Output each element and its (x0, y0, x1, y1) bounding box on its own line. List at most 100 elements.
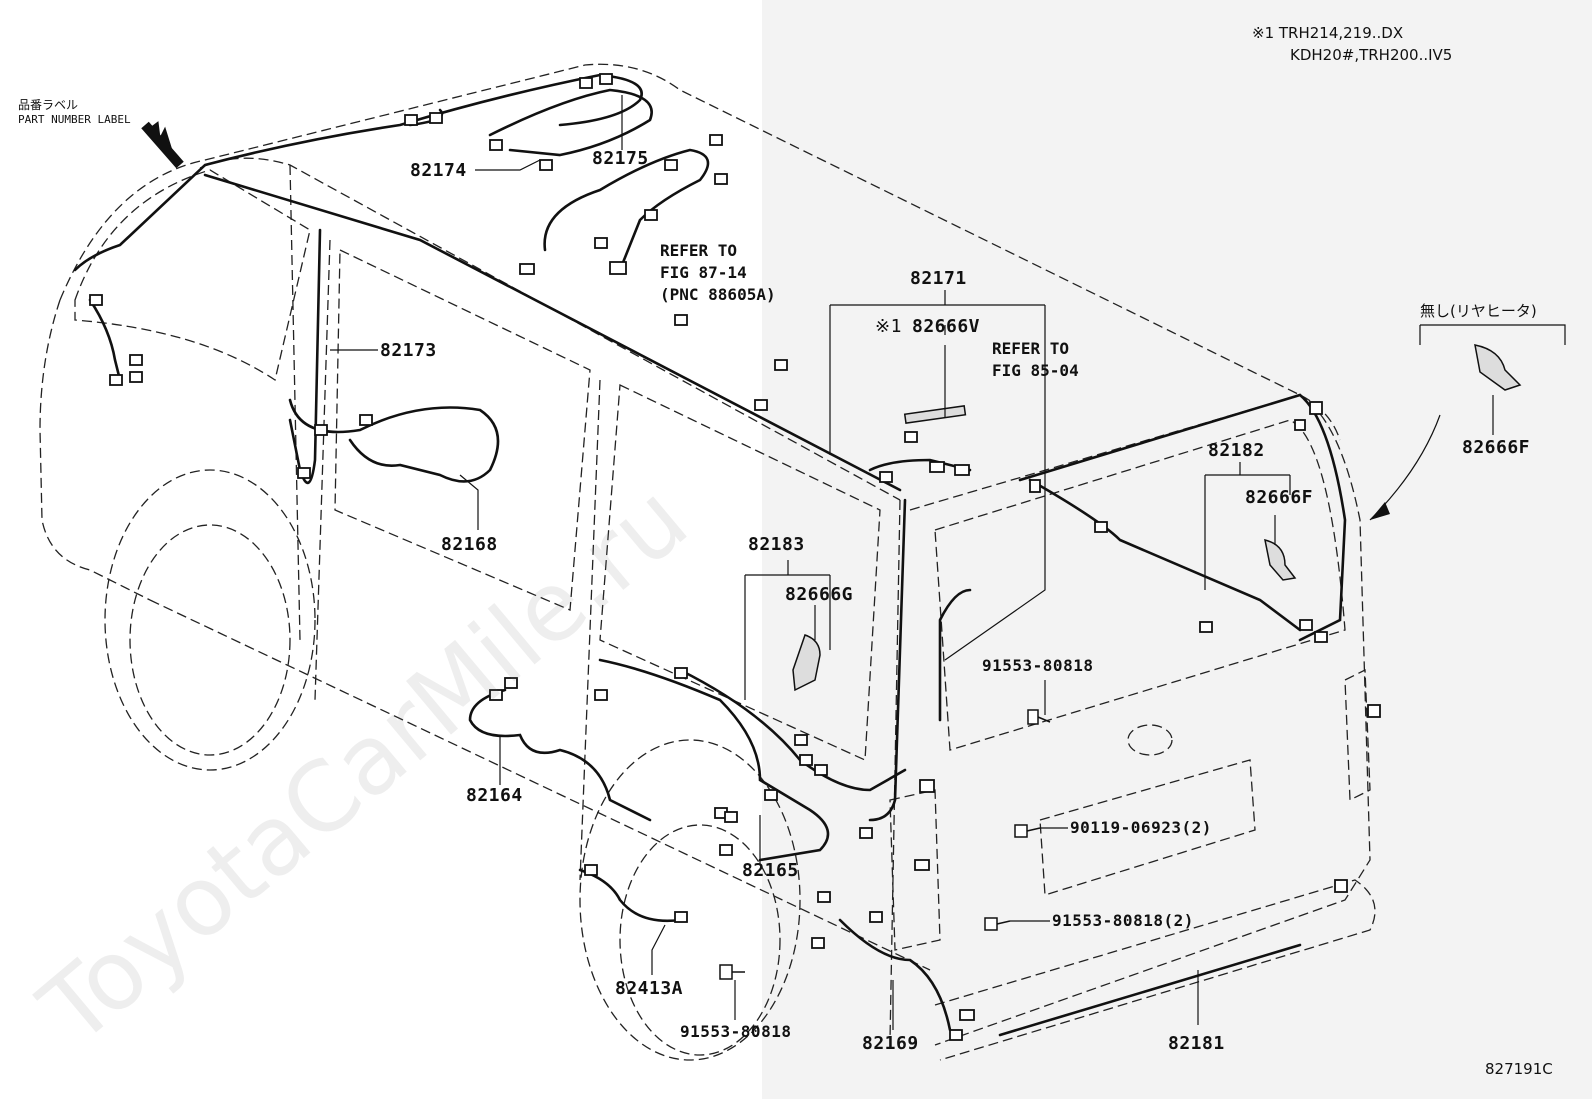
connector (814, 764, 828, 776)
part-label-arrow-shaft (141, 121, 184, 169)
connector (579, 77, 593, 89)
callout-82173[interactable]: 82173 (380, 340, 437, 361)
callout-82169[interactable]: 82169 (862, 1033, 919, 1054)
variant-note-line2: KDH20#,TRH200..IV5 (1290, 46, 1453, 64)
callout-90119[interactable]: 90119-06923(2) (1070, 818, 1212, 837)
emblem (1127, 724, 1173, 756)
clip-82666F-rear (1264, 538, 1297, 581)
front-wheel (129, 524, 291, 756)
without-rear-heater-label: 無し(リヤヒータ) (1420, 302, 1537, 320)
callout-82165[interactable]: 82165 (742, 860, 799, 881)
clip-82666V (903, 405, 967, 424)
callout-82175[interactable]: 82175 (592, 148, 649, 169)
harness-82165 (598, 658, 830, 862)
clip-82666G (792, 634, 821, 692)
connector (504, 677, 518, 689)
without-heater-arrowhead (1370, 502, 1390, 520)
roof-outline (59, 63, 1341, 441)
connector (674, 667, 688, 679)
callout-82164[interactable]: 82164 (466, 785, 523, 806)
refer-fig-85-line2[interactable]: FIG 85-04 (992, 361, 1079, 380)
refer-fig-87-line2[interactable]: FIG 87-14 (660, 263, 747, 282)
connector (904, 431, 918, 443)
harness-82666V (938, 588, 972, 722)
connector (594, 237, 608, 249)
refer-fig-85-line1: REFER TO (992, 339, 1070, 358)
connector (714, 173, 728, 185)
callout-82168[interactable]: 82168 (441, 534, 498, 555)
refer-fig-87-line1: REFER TO (660, 241, 738, 260)
connector (1299, 619, 1313, 631)
roof-harness (73, 73, 643, 272)
callout-82413A[interactable]: 82413A (615, 978, 684, 999)
connector (404, 114, 418, 126)
callout-82182[interactable]: 82182 (1208, 440, 1265, 461)
harness-82175 (488, 88, 653, 157)
connector (914, 859, 930, 871)
callout-91553-floor[interactable]: 91553-80818 (680, 1022, 792, 1041)
connector (719, 844, 733, 856)
connector (929, 461, 945, 473)
connector (879, 471, 893, 483)
tail-lamp-right (1344, 668, 1371, 802)
connector (539, 159, 553, 171)
windshield (74, 169, 311, 382)
connector (1334, 879, 1348, 893)
connector (599, 73, 613, 85)
callout-91553-back[interactable]: 91553-80818 (982, 656, 1094, 675)
clip-82666F-detail (1474, 344, 1522, 391)
connector (959, 1009, 975, 1021)
connector (1199, 621, 1213, 633)
connector (1314, 631, 1328, 643)
harness-82183 (678, 668, 907, 792)
back-door-outline (909, 394, 1371, 1046)
roof-side-harness (203, 173, 902, 492)
callout-82666F[interactable]: 82666F (1245, 487, 1314, 508)
connector (129, 354, 143, 366)
callout-82666V[interactable]: 82666V (912, 316, 981, 337)
connector (489, 689, 503, 701)
rear-wheel (619, 824, 781, 1056)
callout-91553-bumper[interactable]: 91553-80818(2) (1052, 911, 1194, 930)
bolt-91553-bumper (984, 917, 1011, 931)
harness-82173 (288, 228, 322, 484)
bolt-91553-floor (719, 964, 745, 980)
harness-upper-rear (868, 458, 972, 472)
callout-82171[interactable]: 82171 (910, 268, 967, 289)
roof-inner-line (199, 157, 901, 501)
callout-82174[interactable]: 82174 (410, 160, 467, 181)
connector (519, 263, 535, 275)
connector (919, 779, 935, 793)
connector (359, 414, 373, 426)
connector (794, 734, 808, 746)
side-window-2 (599, 384, 881, 761)
leader-82174 (475, 159, 541, 171)
figure-code: 827191C (1485, 1060, 1553, 1078)
callout-82181[interactable]: 82181 (1168, 1033, 1225, 1054)
front-outline (39, 299, 151, 601)
leader-82171-bracket (829, 290, 1046, 661)
callout-82666V-note: ※1 (875, 316, 902, 337)
side-upper (289, 164, 301, 641)
connector (799, 754, 813, 766)
connector (297, 467, 311, 479)
harness-back-door (1018, 393, 1347, 642)
leader-82413A (651, 924, 666, 975)
callout-82666G[interactable]: 82666G (785, 584, 854, 605)
connector (811, 937, 825, 949)
connector (1309, 401, 1323, 415)
connector (664, 159, 678, 171)
tail-lamp (889, 789, 941, 951)
variant-note-line1: ※1 TRH214,219..DX (1252, 24, 1404, 42)
part-number-label-jp: 品番ラベル (18, 98, 79, 112)
connector (609, 261, 627, 275)
part-number-label-en: PART NUMBER LABEL (18, 113, 131, 126)
harness-82413A (578, 868, 682, 923)
harness-82169 (838, 918, 952, 1032)
callout-82183[interactable]: 82183 (748, 534, 805, 555)
connector (949, 1029, 963, 1041)
callout-82666F-detail[interactable]: 82666F (1462, 437, 1531, 458)
without-heater-arrow (1369, 414, 1441, 521)
